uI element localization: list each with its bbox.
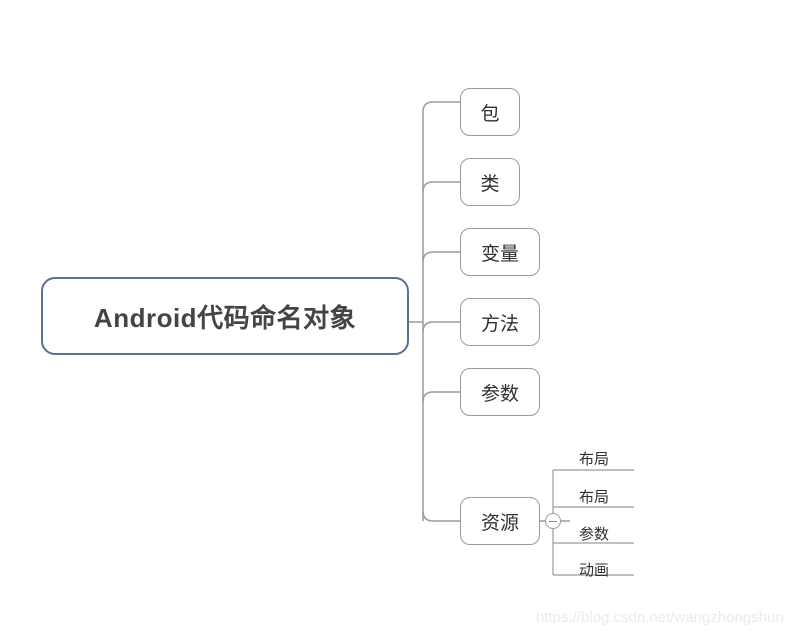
leaf-item[interactable]: 参数 bbox=[553, 521, 635, 545]
branch-node-lei[interactable]: 类 bbox=[460, 158, 520, 206]
branch-node-label: 类 bbox=[480, 173, 500, 195]
branch-node-label: 包 bbox=[480, 103, 500, 125]
branch-node-fangfa[interactable]: 方法 bbox=[460, 298, 540, 346]
branch-node-label: 方法 bbox=[480, 313, 519, 335]
connector-branch-lei bbox=[422, 181, 460, 193]
leaf-item-label: 动画 bbox=[578, 561, 609, 579]
connector-branch-canshu bbox=[422, 391, 460, 403]
leaf-item[interactable]: 布局 bbox=[553, 484, 635, 508]
branch-node-bao[interactable]: 包 bbox=[460, 88, 520, 136]
leaf-item[interactable]: 动画 bbox=[553, 557, 635, 581]
leaf-item-label: 布局 bbox=[578, 450, 609, 468]
connector-branch-bao bbox=[422, 101, 460, 113]
branch-node-label: 资源 bbox=[480, 512, 519, 534]
branch-node-label: 参数 bbox=[480, 383, 519, 405]
collapse-minus-icon[interactable] bbox=[545, 513, 561, 529]
connector-branch-bianliang bbox=[422, 251, 460, 263]
leaf-item-label: 布局 bbox=[578, 488, 609, 506]
watermark-text: https://blog.csdn.net/wangzhongshun bbox=[536, 609, 784, 626]
connector-branch-ziyuan bbox=[422, 510, 460, 522]
branch-node-canshu[interactable]: 参数 bbox=[460, 368, 540, 416]
connector-branch-fangfa bbox=[422, 321, 460, 333]
root-node-label: Android代码命名对象 bbox=[93, 302, 357, 333]
leaf-item[interactable]: 布局 bbox=[553, 446, 635, 470]
leaf-item-label: 参数 bbox=[578, 525, 609, 543]
branch-node-label: 变量 bbox=[480, 243, 519, 265]
branch-node-bianliang[interactable]: 变量 bbox=[460, 228, 540, 276]
branch-node-ziyuan[interactable]: 资源 bbox=[460, 497, 540, 545]
root-node[interactable]: Android代码命名对象 bbox=[41, 277, 409, 355]
